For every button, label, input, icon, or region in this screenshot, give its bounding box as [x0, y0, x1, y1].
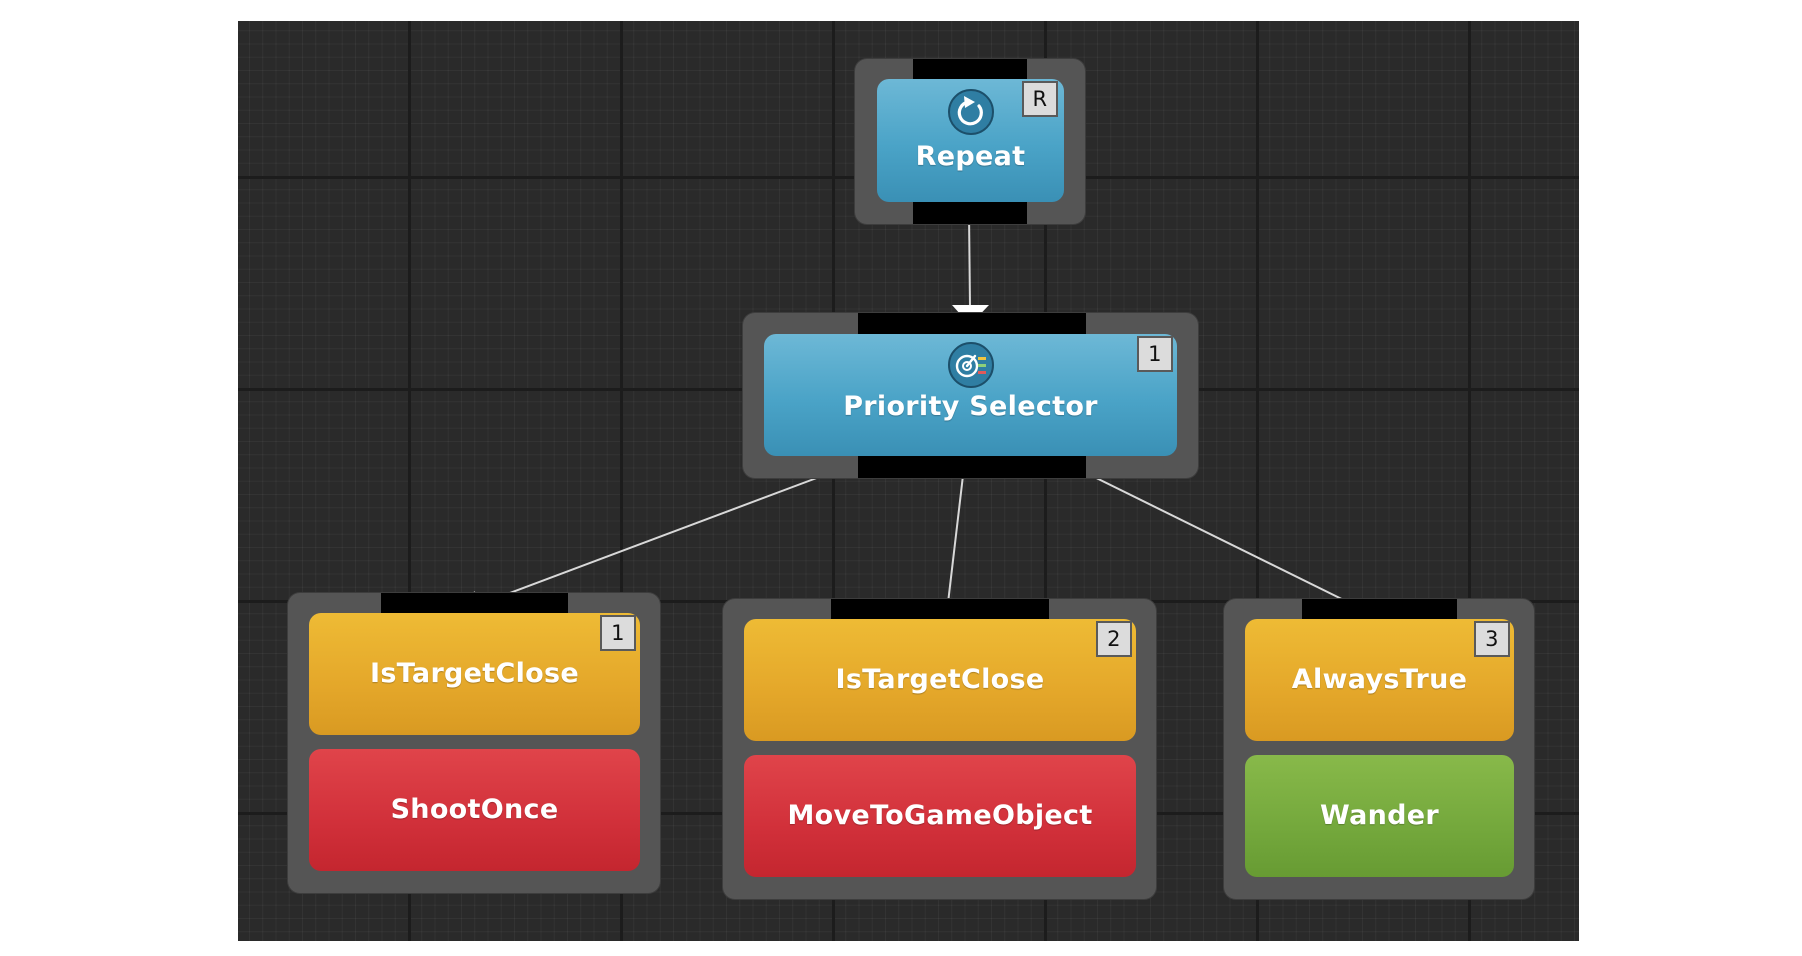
branch-3-badge: 3: [1474, 621, 1510, 657]
edge-priority-to-branch-3: [1073, 466, 1367, 612]
priority-selector-icon: [948, 342, 994, 388]
branch-1-action-label: ShootOnce: [390, 794, 559, 825]
repeat-icon: [948, 89, 994, 135]
branch-2-input-port[interactable]: [831, 599, 1049, 621]
priority-selector-output-port[interactable]: [858, 456, 1086, 478]
branch-1-action-node[interactable]: ShootOnce: [309, 749, 640, 871]
branch-3-action-label: Wander: [1319, 800, 1439, 831]
repeat-badge: R: [1022, 81, 1058, 117]
edge-priority-to-branch-2: [947, 466, 965, 604]
branch-2-action-label: MoveToGameObject: [787, 800, 1093, 831]
repeat-input-port[interactable]: [913, 59, 1027, 81]
repeat-title: Repeat: [915, 141, 1026, 172]
branch-1-condition-node[interactable]: IsTargetClose 1: [309, 613, 640, 735]
branch-1-input-port[interactable]: [381, 593, 568, 615]
branch-1-condition-label: IsTargetClose: [369, 658, 580, 689]
edge-priority-to-branch-1: [482, 466, 847, 604]
branch-2-condition-label: IsTargetClose: [835, 664, 1045, 695]
branch-1-badge: 1: [600, 615, 636, 651]
branch-3-action-node[interactable]: Wander: [1245, 755, 1514, 877]
repeat-output-port[interactable]: [913, 202, 1027, 224]
priority-selector-node[interactable]: Priority Selector 1: [764, 334, 1177, 456]
branch-3-condition-node[interactable]: AlwaysTrue 3: [1245, 619, 1514, 741]
branch-2-badge: 2: [1096, 621, 1132, 657]
edge-repeat-to-priority: [968, 212, 971, 308]
behavior-tree-canvas[interactable]: Repeat R Priority Selector 1 IsTargetClo…: [238, 21, 1579, 941]
branch-3-condition-label: AlwaysTrue: [1291, 664, 1468, 695]
priority-selector-title: Priority Selector: [843, 391, 1098, 422]
priority-selector-badge: 1: [1137, 336, 1173, 372]
branch-2-condition-node[interactable]: IsTargetClose 2: [744, 619, 1136, 741]
repeat-node[interactable]: Repeat R: [877, 79, 1064, 202]
branch-2-action-node[interactable]: MoveToGameObject: [744, 755, 1136, 877]
branch-3-input-port[interactable]: [1302, 599, 1457, 621]
priority-selector-input-port[interactable]: [858, 313, 1086, 335]
